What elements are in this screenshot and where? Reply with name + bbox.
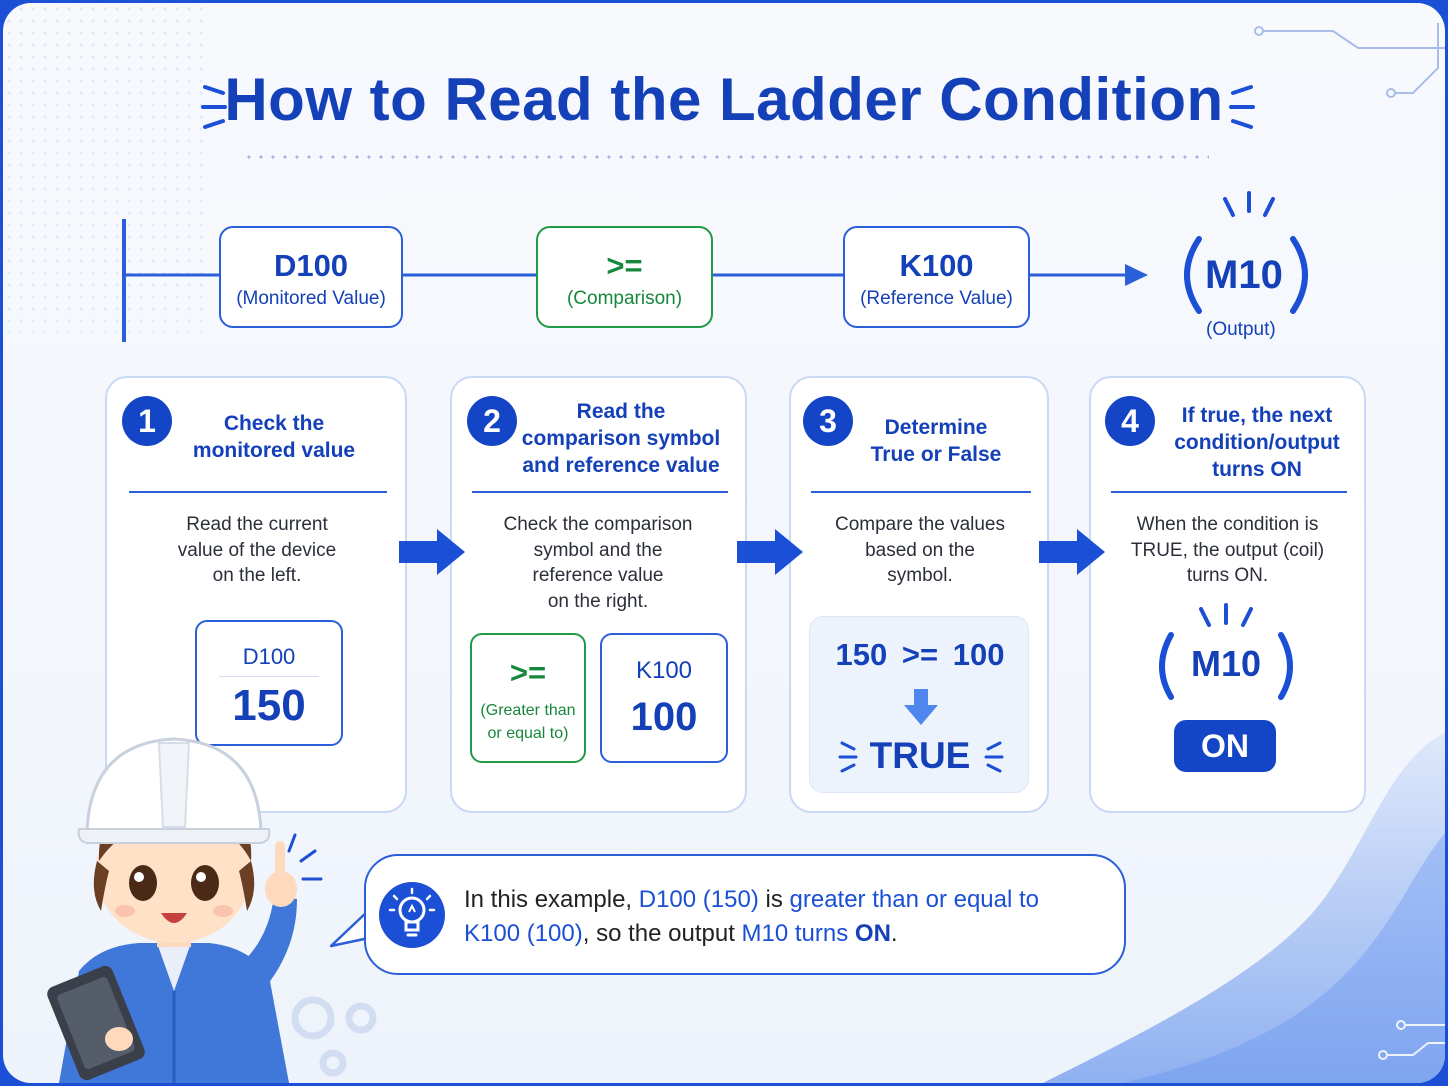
- ladder-comparison: >= (Comparison): [536, 226, 713, 328]
- step-card-2: 2 Read the comparison symbol and referen…: [450, 376, 747, 813]
- step-heading-3: Determine True or False: [870, 416, 1002, 466]
- ladder-monitored-sub: (Monitored Value): [236, 288, 386, 309]
- step-divider-3: [811, 491, 1031, 493]
- infographic-frame: How to Read the Ladder Condition D100 (M…: [3, 3, 1445, 1083]
- step-badge-2: 2: [467, 396, 517, 446]
- device-value: 150: [232, 681, 306, 730]
- output-coil-graphic: [1159, 603, 1293, 700]
- step-divider-1: [129, 491, 387, 493]
- ladder-monitored-label: D100: [273, 248, 349, 283]
- summary-bubble: In this example, D100 (150) is greater t…: [364, 854, 1126, 975]
- step-heading-1: Check the monitored value: [192, 412, 356, 462]
- arrow-right-icon: [737, 529, 803, 575]
- result-sparkle-left-icon: [838, 741, 858, 773]
- reference-value: 100: [630, 695, 698, 739]
- symbol-caption: (Greater than or equal to): [480, 702, 576, 742]
- device-value-box: D100 150: [195, 620, 343, 746]
- reference-label: K100: [635, 657, 693, 684]
- ladder-output-sub: (Output): [1206, 319, 1276, 340]
- ladder-output-coil: M10: [1205, 253, 1283, 297]
- title-sparkle-left-icon: [201, 85, 227, 129]
- summary-text: In this example, D100 (150) is greater t…: [464, 886, 1040, 947]
- symbol-label: >=: [509, 655, 547, 690]
- arrow-right-icon: [1039, 529, 1105, 575]
- step-body-1: Read the current value of the device on …: [177, 514, 337, 586]
- symbol-box: >= (Greater than or equal to): [470, 633, 586, 763]
- arrow-right-icon: [1125, 264, 1148, 286]
- step-body-3: Compare the values based on the symbol.: [834, 514, 1006, 586]
- comparison-expression: 150 >= 100: [835, 637, 1005, 672]
- comparison-result-panel: 150 >= 100 TRUE: [809, 616, 1029, 793]
- step-badge-3: 3: [803, 396, 853, 446]
- output-state-on: ON: [1174, 720, 1276, 772]
- arrow-right-icon: [399, 529, 465, 575]
- title-sparkle-right-icon: [1229, 85, 1255, 129]
- ladder-reference-sub: (Reference Value): [860, 288, 1013, 309]
- result-true: TRUE: [869, 735, 971, 776]
- output-coil-label: M10: [1190, 643, 1262, 684]
- device-label: D100: [242, 644, 296, 669]
- ladder-comparison-sub: (Comparison): [566, 288, 683, 309]
- ladder-monitored-value: D100 (Monitored Value): [219, 226, 403, 328]
- engineer-character: [47, 737, 323, 1083]
- step-body-2: Check the comparison symbol and the refe…: [503, 514, 693, 612]
- ladder-reference-value: K100 (Reference Value): [843, 226, 1030, 328]
- ladder-rung-lines: [122, 191, 1308, 342]
- arrow-down-icon: [904, 689, 938, 725]
- reference-value-box: K100 100: [600, 633, 728, 763]
- ladder-reference-label: K100: [899, 248, 974, 283]
- step-divider-4: [1111, 491, 1347, 493]
- lightbulb-icon: [379, 882, 445, 948]
- step-heading-4: If true, the next condition/output turns…: [1174, 404, 1340, 481]
- step-heading-2: Read the comparison symbol and reference…: [521, 400, 721, 477]
- step-badge-4: 4: [1105, 396, 1155, 446]
- step-badge-1: 1: [122, 396, 172, 446]
- result-sparkle-right-icon: [984, 741, 1004, 773]
- step-divider-2: [472, 491, 728, 493]
- step-body-4: When the condition is TRUE, the output (…: [1130, 514, 1325, 586]
- title-divider: [243, 155, 1209, 159]
- gear-icon: [291, 996, 377, 1077]
- ladder-comparison-label: >=: [606, 248, 643, 283]
- page-title: How to Read the Ladder Condition: [224, 66, 1224, 133]
- background-decoration: [3, 3, 1445, 1083]
